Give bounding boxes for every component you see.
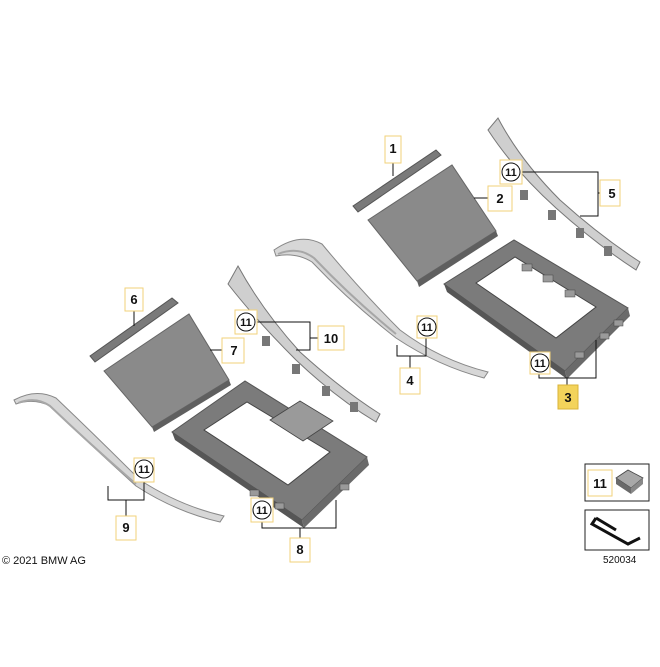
part-9-trim [13,393,225,523]
svg-text:11: 11 [534,358,546,370]
part-10-trim [227,264,381,423]
svg-text:1: 1 [389,141,396,156]
svg-text:6: 6 [130,292,137,307]
step-arrow-icon [589,516,641,546]
svg-text:9: 9 [122,520,129,535]
callout-9: 9 [115,515,137,541]
svg-text:11: 11 [256,505,268,517]
part-6-strip [89,297,179,363]
part-1-strip [352,149,442,213]
callout-8: 8 [289,537,311,563]
fastener-callout-part-3: 11 [529,351,551,375]
callout-7: 7 [221,337,245,364]
fastener-callout-part-8: 11 [250,497,274,523]
svg-text:11: 11 [138,464,150,476]
callout-10: 10 [317,325,345,351]
callout-1: 1 [384,135,402,164]
part-4-trim [273,238,489,379]
fastener-callout-part-9: 11 [133,457,155,483]
fastener-callout-part-10: 11 [234,309,258,335]
part-2-panel [367,164,498,287]
fastener-callout-part-4: 11 [416,315,438,339]
svg-text:4: 4 [406,373,414,388]
callout-4: 4 [399,367,421,395]
svg-text:11: 11 [505,167,517,179]
copyright-text: © 2021 BMW AG [2,555,86,567]
assembly-symbol-box [584,509,650,551]
fastener-callout-part-5: 11 [499,159,523,185]
svg-text:11: 11 [593,476,607,491]
svg-text:7: 7 [230,343,237,358]
svg-text:11: 11 [421,322,433,334]
svg-text:10: 10 [324,331,338,346]
callout-5: 5 [599,179,621,207]
svg-text:11: 11 [240,317,252,329]
part-7-panel [103,313,231,432]
legend-part-11: 11 [584,463,650,502]
callout-3-highlighted: 3 [557,384,579,410]
callout-2: 2 [487,185,513,212]
svg-text:5: 5 [608,186,615,201]
callout-6: 6 [124,287,144,312]
svg-text:2: 2 [496,191,503,206]
svg-text:8: 8 [296,542,303,557]
svg-text:3: 3 [564,390,571,405]
document-number: 520034 [603,555,637,566]
clip-icon [615,469,644,494]
part-5-trim [487,117,641,271]
